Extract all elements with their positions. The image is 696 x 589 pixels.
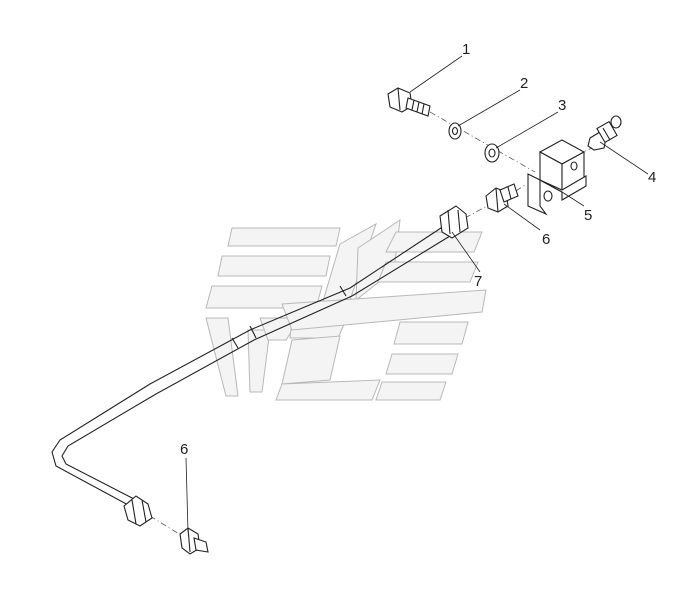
callout-4: 4	[648, 169, 656, 186]
flat-washer-part	[484, 143, 500, 163]
union-fitting-upper-part	[485, 183, 519, 213]
lock-washer-part	[448, 122, 462, 140]
leader-lines	[185, 55, 649, 533]
callout-5: 5	[584, 207, 592, 224]
bracket-part	[527, 139, 587, 216]
callout-labels: 1 2 3 4 5 6 7 6	[180, 41, 656, 458]
callout-6-lower: 6	[180, 441, 188, 458]
bolt-part	[387, 87, 431, 117]
grease-fitting-part	[587, 115, 622, 151]
callout-3: 3	[558, 97, 566, 114]
watermark-logo	[205, 218, 487, 401]
callout-6-upper: 6	[542, 231, 550, 248]
callout-2: 2	[520, 75, 528, 92]
pipe-line-part	[51, 205, 469, 527]
callout-1: 1	[462, 41, 470, 58]
union-fitting-lower-part	[179, 527, 209, 555]
callout-7: 7	[474, 273, 482, 290]
